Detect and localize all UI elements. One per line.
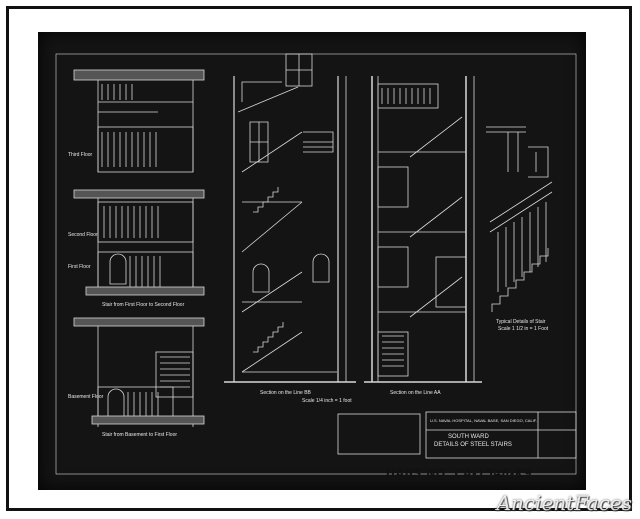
label-second-floor: Second Floor — [68, 232, 98, 238]
caption-section-bb: Section on the Line BB — [260, 390, 311, 396]
plan-second-floor — [73, 189, 205, 296]
blueprint-drawing — [55, 53, 577, 475]
plan-third-floor — [73, 69, 205, 173]
label-basement-floor: Basement Floor — [68, 394, 104, 400]
watermark-logo: AncientFaces — [496, 491, 632, 515]
title-block-office: U.S. NAVAL HOSPITAL, NAVAL BASE, SAN DIE… — [430, 418, 537, 423]
section-bb — [224, 53, 356, 383]
plan-caption-first-second: Stair from First Floor to Second Floor — [102, 302, 185, 308]
label-first-floor: First Floor — [68, 264, 91, 270]
caption-typical-details: Typical Details of Stair — [496, 319, 546, 325]
section-aa — [364, 76, 482, 383]
typical-details — [486, 126, 553, 312]
caption-typical-scale: Scale 1 1/2 in = 1 Foot — [498, 326, 549, 332]
title-block — [337, 411, 577, 459]
plan-caption-basement-first: Stair from Basement to First Floor — [102, 432, 178, 438]
blueprint-sheet: Third Floor Second Floor First Floor Bas… — [38, 32, 586, 490]
title-block-title: DETAILS OF STEEL STAIRS — [434, 442, 512, 448]
caption-section-aa: Section on the Line AA — [390, 390, 441, 396]
caption-scale: Scale 1/4 inch = 1 foot — [302, 398, 352, 404]
title-block-ward: SOUTH WARD — [448, 434, 489, 440]
habs-number: HABS NO. CA-1548-K9 — [386, 467, 533, 480]
label-third-floor: Third Floor — [68, 152, 93, 158]
plan-basement-floor — [73, 317, 205, 427]
